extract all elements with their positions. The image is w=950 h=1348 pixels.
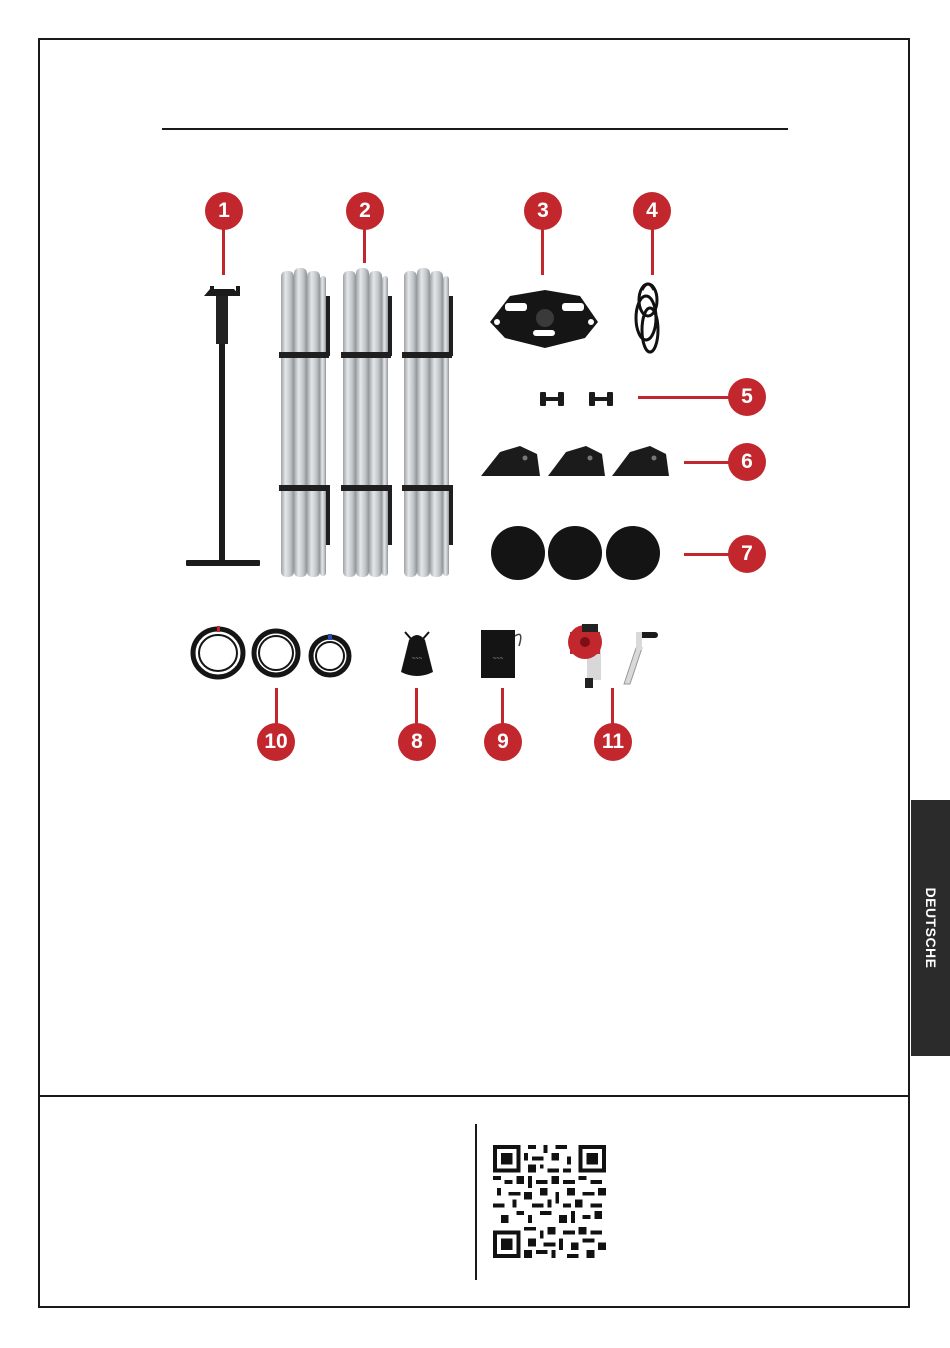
svg-text:~~~: ~~~ bbox=[412, 656, 423, 662]
centre-hub-plate-icon bbox=[490, 290, 598, 348]
leader-line-1 bbox=[222, 228, 225, 275]
round-pad-icon bbox=[491, 526, 660, 580]
drawstring-bag-icon: ~~~ bbox=[401, 632, 433, 676]
rope-coil-icon bbox=[636, 284, 658, 352]
part-badge-7: 7 bbox=[728, 535, 766, 573]
part-badge-11: 11 bbox=[594, 723, 632, 761]
leader-line-4 bbox=[651, 228, 654, 275]
part-badge-10: 10 bbox=[257, 723, 295, 761]
leader-line-8 bbox=[415, 688, 418, 726]
winch-with-crank-icon bbox=[568, 624, 658, 688]
part-badge-2: 2 bbox=[346, 192, 384, 230]
part-badge-8: 8 bbox=[398, 723, 436, 761]
part-badge-1: 1 bbox=[205, 192, 243, 230]
bolt-pair-icon bbox=[540, 392, 613, 406]
leader-line-10 bbox=[275, 688, 278, 726]
cable-coils-icon bbox=[193, 626, 349, 677]
qr-code-icon[interactable] bbox=[493, 1145, 606, 1258]
leader-line-7 bbox=[684, 553, 730, 556]
leader-line-3 bbox=[541, 228, 544, 275]
part-badge-6: 6 bbox=[728, 443, 766, 481]
svg-text:~~~: ~~~ bbox=[493, 656, 504, 662]
leader-line-2 bbox=[363, 228, 366, 263]
leader-line-9 bbox=[501, 688, 504, 726]
tripod-stand-icon bbox=[186, 286, 260, 566]
part-badge-5: 5 bbox=[728, 378, 766, 416]
mounting-bracket-icon bbox=[481, 446, 669, 476]
part-badge-4: 4 bbox=[633, 192, 671, 230]
leader-line-11 bbox=[611, 688, 614, 726]
leader-line-5 bbox=[638, 396, 730, 399]
aluminium-pole-bundle-icon bbox=[279, 268, 453, 577]
storage-pouch-icon: ~~~ bbox=[481, 630, 521, 678]
part-badge-3: 3 bbox=[524, 192, 562, 230]
part-badge-9: 9 bbox=[484, 723, 522, 761]
leader-line-6 bbox=[684, 461, 730, 464]
